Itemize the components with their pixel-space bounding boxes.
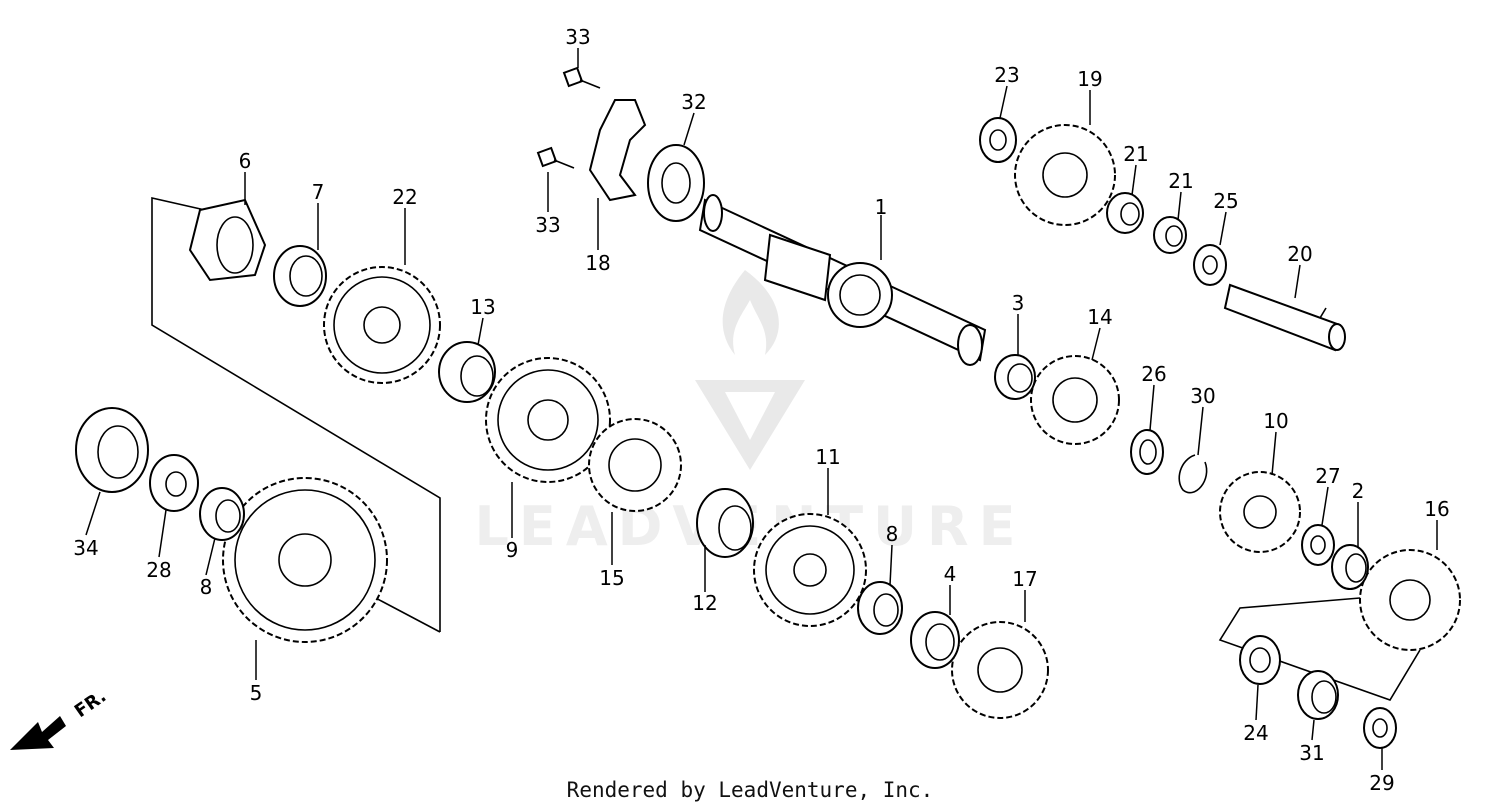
callout-14: 14 xyxy=(1087,305,1112,329)
callout-30: 30 xyxy=(1190,384,1215,408)
washer-part-24 xyxy=(1239,635,1281,685)
bushing-part-8-right xyxy=(857,581,903,635)
callout-24: 24 xyxy=(1243,721,1268,745)
callout-19: 19 xyxy=(1077,67,1102,91)
mainshaft-part-1 xyxy=(698,194,987,366)
callout-33-lower: 33 xyxy=(535,213,560,237)
bolt-part-33-upper xyxy=(562,66,601,89)
gear-part-14 xyxy=(1030,355,1120,445)
footer-credit: Rendered by LeadVenture, Inc. xyxy=(566,778,934,802)
callout-11: 11 xyxy=(815,445,840,469)
washer-part-26 xyxy=(1130,429,1164,475)
washer-part-23 xyxy=(979,117,1017,163)
callout-25: 25 xyxy=(1213,189,1238,213)
callout-8-left: 8 xyxy=(200,575,213,599)
bushing-part-2 xyxy=(1331,544,1369,590)
bushing-part-13 xyxy=(438,341,496,403)
bushing-part-21-lower xyxy=(1153,216,1187,254)
callout-20: 20 xyxy=(1287,242,1312,266)
washer-part-25 xyxy=(1193,244,1227,286)
gear-part-16 xyxy=(1359,549,1461,651)
callout-28: 28 xyxy=(146,558,171,582)
callout-10: 10 xyxy=(1263,409,1288,433)
bushing-part-21-upper xyxy=(1106,192,1144,234)
gear-part-9 xyxy=(485,357,611,483)
bushing-part-4 xyxy=(910,611,960,669)
bearing-part-34 xyxy=(75,407,149,493)
callout-2: 2 xyxy=(1352,479,1365,503)
callout-17: 17 xyxy=(1012,567,1037,591)
callout-3: 3 xyxy=(1012,291,1025,315)
callout-labels: 1 2 3 4 5 6 7 8 8 9 10 11 12 13 14 15 16… xyxy=(73,25,1449,795)
callout-1: 1 xyxy=(875,195,888,219)
gear-part-10 xyxy=(1219,471,1301,553)
callout-23: 23 xyxy=(994,63,1019,87)
callout-5: 5 xyxy=(250,681,263,705)
washer-part-29 xyxy=(1363,707,1397,749)
group-bracket-right xyxy=(1218,597,1421,701)
gear-part-15 xyxy=(588,418,682,512)
callout-34: 34 xyxy=(73,536,98,560)
callout-8-right: 8 xyxy=(886,522,899,546)
washer-part-27 xyxy=(1301,524,1335,566)
callout-26: 26 xyxy=(1141,362,1166,386)
gear-part-17 xyxy=(951,621,1049,719)
circlip-part-30 xyxy=(1178,454,1208,494)
callout-6: 6 xyxy=(239,149,252,173)
gear-part-22 xyxy=(323,266,441,384)
callout-32: 32 xyxy=(681,90,706,114)
callout-18: 18 xyxy=(585,251,610,275)
callout-22: 22 xyxy=(392,185,417,209)
callout-21-upper: 21 xyxy=(1123,142,1148,166)
front-direction-arrow: FR. xyxy=(10,686,110,750)
shaft-part-20 xyxy=(1223,283,1346,352)
retainer-plate-part-18 xyxy=(588,99,647,202)
fr-label: FR. xyxy=(71,686,110,722)
callout-12: 12 xyxy=(692,591,717,615)
callout-4: 4 xyxy=(944,562,957,586)
callout-13: 13 xyxy=(470,295,495,319)
callout-27: 27 xyxy=(1315,464,1340,488)
washer-part-28 xyxy=(149,454,199,512)
gear-part-5 xyxy=(222,477,388,643)
callout-15: 15 xyxy=(599,566,624,590)
callout-16: 16 xyxy=(1424,497,1449,521)
gear-part-11 xyxy=(753,513,867,627)
callout-9: 9 xyxy=(506,538,519,562)
hub-part-6 xyxy=(188,198,267,282)
gear-part-19 xyxy=(1014,124,1116,226)
bearing-part-32 xyxy=(647,144,705,222)
bolt-part-33-lower xyxy=(536,146,575,169)
needle-bearing-part-7 xyxy=(273,245,327,307)
needle-bearing-part-31 xyxy=(1297,670,1339,720)
callout-21-lower: 21 xyxy=(1168,169,1193,193)
group-bracket-left xyxy=(151,196,441,633)
bushing-part-12 xyxy=(696,488,754,558)
leader-lines xyxy=(85,48,1438,770)
callout-29: 29 xyxy=(1369,771,1394,795)
callout-7: 7 xyxy=(312,180,325,204)
callout-31: 31 xyxy=(1299,741,1324,765)
callout-33-upper: 33 xyxy=(565,25,590,49)
bushing-part-8-left xyxy=(199,487,245,541)
bushing-part-3 xyxy=(994,354,1036,400)
